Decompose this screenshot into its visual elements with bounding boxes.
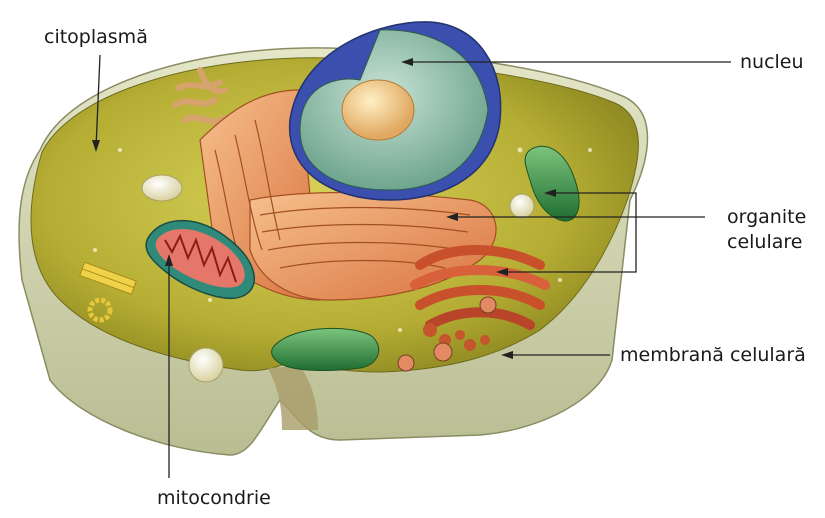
- label-cytoplasm: citoplasmă: [44, 26, 148, 48]
- nucleolus: [342, 80, 414, 140]
- label-mitochondrion: mitocondrie: [157, 487, 271, 509]
- label-membrane: membrană celulară: [620, 344, 806, 366]
- label-nucleus: nucleu: [740, 51, 804, 73]
- label-organelles-line1: organite: [727, 206, 806, 228]
- label-organelles-line2: celulare: [727, 231, 802, 253]
